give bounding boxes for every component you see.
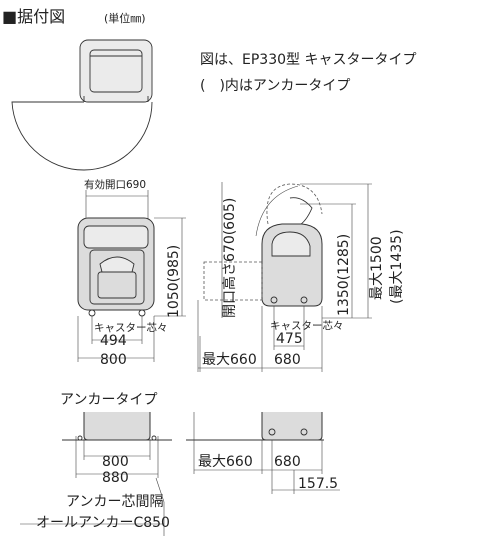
- unit-label: (単位㎜): [104, 11, 146, 25]
- front-opening-width: 有効開口690: [84, 178, 146, 191]
- side-opening-height: 開口高さ670(605): [221, 198, 238, 318]
- anchor-section-title: アンカータイプ: [60, 392, 157, 408]
- side-depth: 680: [274, 352, 301, 368]
- front-caster-label: キャスター芯々: [94, 321, 168, 334]
- diagram-title: ■据付図: [2, 7, 65, 26]
- side-caster-label: キャスター芯々: [270, 319, 344, 332]
- side-max-depth: 最大660: [202, 352, 257, 368]
- side-max-height-anchor: (最大1435): [389, 229, 405, 304]
- anchor-side-drawing: [186, 412, 340, 494]
- front-caster-center: 494: [100, 333, 127, 349]
- front-view-drawing: [77, 190, 186, 362]
- anchor-depth: 680: [274, 454, 301, 470]
- anchor-max-depth: 最大660: [198, 454, 253, 470]
- anchor-width: 800: [102, 454, 129, 470]
- anchor-label-leaders: [20, 477, 165, 536]
- note-line-1: 図は、EP330型 キャスタータイプ: [200, 52, 416, 68]
- side-height: 1350(1285): [336, 234, 352, 316]
- top-view-drawing: [11, 39, 153, 171]
- note-line-2: ( )内はアンカータイプ: [200, 78, 350, 94]
- anchor-span: 880: [102, 470, 129, 486]
- all-anchor-label: オールアンカーC850: [36, 515, 170, 531]
- front-height: 1050(985): [166, 245, 182, 318]
- side-max-height: 最大1500: [369, 236, 385, 300]
- side-caster-center: 475: [276, 331, 303, 347]
- anchor-front-drawing: [62, 412, 172, 478]
- front-width: 800: [100, 352, 127, 368]
- anchor-offset: 157.5: [298, 476, 338, 492]
- side-view-drawing: [197, 182, 372, 372]
- anchor-center-label: アンカー芯間隔: [66, 494, 163, 510]
